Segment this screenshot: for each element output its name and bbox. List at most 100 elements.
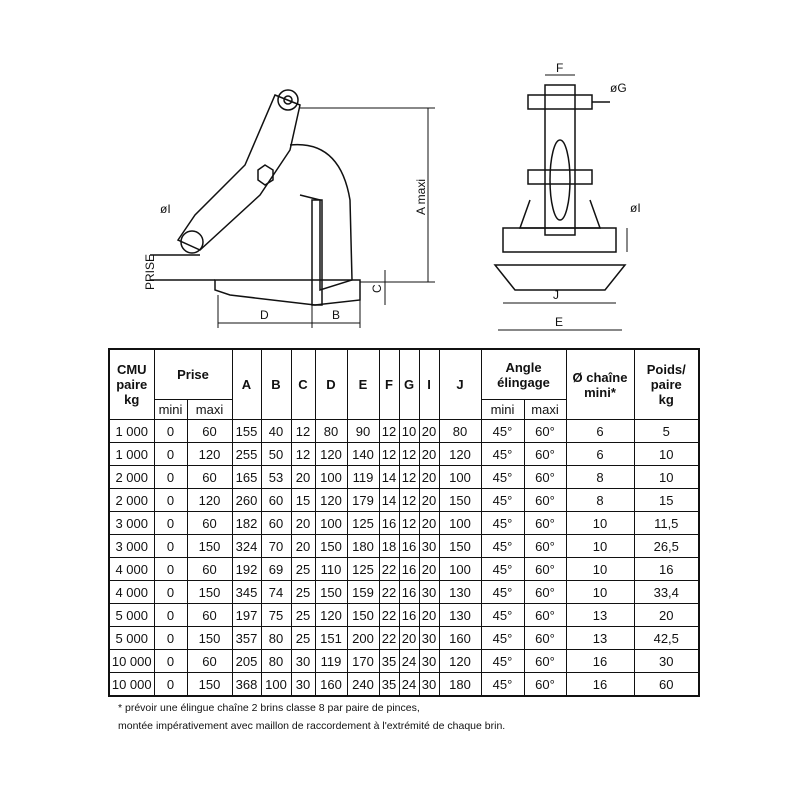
table-cell: 120: [314, 603, 348, 627]
table-cell: 24: [398, 672, 420, 697]
table-cell: 16: [565, 649, 635, 673]
table-cell: 150: [438, 488, 482, 512]
table-cell: 60°: [523, 672, 567, 697]
table-cell: 74: [260, 580, 292, 604]
table-cell: 12: [378, 419, 400, 443]
label-b: B: [332, 308, 340, 322]
table-cell: 110: [314, 557, 348, 581]
table-cell: 1 000: [108, 442, 155, 466]
table-cell: 50: [260, 442, 292, 466]
table-cell: 0: [153, 442, 188, 466]
label-f: F: [556, 61, 563, 75]
table-cell: 60: [186, 603, 233, 627]
clamp-diagram: øI PRISE A maxi C D B F øG øI J E: [143, 61, 641, 331]
table-cell: 100: [438, 465, 482, 489]
table-cell: 60°: [523, 534, 567, 558]
table-cell: 60°: [523, 603, 567, 627]
table-cell: 80: [260, 649, 292, 673]
table-cell: 100: [314, 511, 348, 535]
table-cell: 150: [186, 580, 233, 604]
table-cell: 180: [346, 534, 380, 558]
table-cell: 13: [565, 603, 635, 627]
table-cell: 22: [378, 603, 400, 627]
table-cell: 120: [438, 649, 482, 673]
table-cell: 10: [633, 465, 700, 489]
table-cell: 60°: [523, 580, 567, 604]
table-cell: 16: [633, 557, 700, 581]
table-cell: 14: [378, 465, 400, 489]
clamp-base: [214, 279, 361, 306]
table-cell: 60: [186, 511, 233, 535]
table-cell: 20: [418, 557, 440, 581]
table-cell: 45°: [480, 580, 525, 604]
table-cell: 2 000: [108, 465, 155, 489]
table-cell: 60: [186, 419, 233, 443]
table-cell: 22: [378, 580, 400, 604]
label-prise: PRISE: [143, 254, 157, 290]
table-cell: 30: [418, 580, 440, 604]
table-cell: 45°: [480, 465, 525, 489]
table-cell: 0: [153, 419, 188, 443]
table-cell: 12: [398, 488, 420, 512]
table-cell: 119: [346, 465, 380, 489]
table-cell: 120: [186, 442, 233, 466]
table-cell: 20: [418, 419, 440, 443]
table-cell: 205: [231, 649, 262, 673]
table-cell: 25: [290, 603, 316, 627]
table-cell: 60: [633, 672, 700, 697]
clamp-body: [289, 143, 353, 292]
table-cell: 16: [398, 557, 420, 581]
label-dia-i: øI: [160, 202, 171, 216]
table-cell: 16: [398, 603, 420, 627]
table-cell: 16: [398, 580, 420, 604]
table-cell: 26,5: [633, 534, 700, 558]
table-cell: 60°: [523, 649, 567, 673]
table-cell: 12: [398, 442, 420, 466]
table-cell: 6: [565, 442, 635, 466]
label-dia-i-front: øI: [630, 201, 641, 215]
side-view: [150, 89, 435, 328]
table-cell: 4 000: [108, 580, 155, 604]
table-cell: 60°: [523, 626, 567, 650]
table-cell: 60°: [523, 488, 567, 512]
table-cell: 0: [153, 465, 188, 489]
table-cell: 0: [153, 511, 188, 535]
table-cell: 260: [231, 488, 262, 512]
header-d: D: [314, 348, 348, 420]
table-cell: 140: [346, 442, 380, 466]
table-cell: 30: [418, 626, 440, 650]
table-cell: 125: [346, 511, 380, 535]
table-cell: 100: [438, 511, 482, 535]
table-cell: 20: [290, 465, 316, 489]
label-d: D: [260, 308, 269, 322]
table-cell: 0: [153, 557, 188, 581]
footnote-line-1: * prévoir une élingue chaîne 2 brins cla…: [118, 702, 420, 714]
table-cell: 150: [346, 603, 380, 627]
table-cell: 3 000: [108, 511, 155, 535]
table-cell: 15: [633, 488, 700, 512]
table-cell: 20: [633, 603, 700, 627]
table-cell: 345: [231, 580, 262, 604]
clamp-arm: [176, 94, 301, 251]
table-cell: 170: [346, 649, 380, 673]
table-cell: 0: [153, 580, 188, 604]
table-cell: 100: [260, 672, 292, 697]
table-cell: 100: [438, 557, 482, 581]
table-cell: 16: [565, 672, 635, 697]
table-cell: 20: [290, 534, 316, 558]
table-cell: 14: [378, 488, 400, 512]
table-cell: 5: [633, 419, 700, 443]
table-cell: 165: [231, 465, 262, 489]
table-cell: 18: [378, 534, 400, 558]
table-cell: 120: [314, 488, 348, 512]
table-cell: 24: [398, 649, 420, 673]
table-cell: 150: [314, 580, 348, 604]
table-cell: 16: [378, 511, 400, 535]
table-cell: 30: [418, 672, 440, 697]
table-cell: 150: [186, 626, 233, 650]
table-cell: 10: [633, 442, 700, 466]
